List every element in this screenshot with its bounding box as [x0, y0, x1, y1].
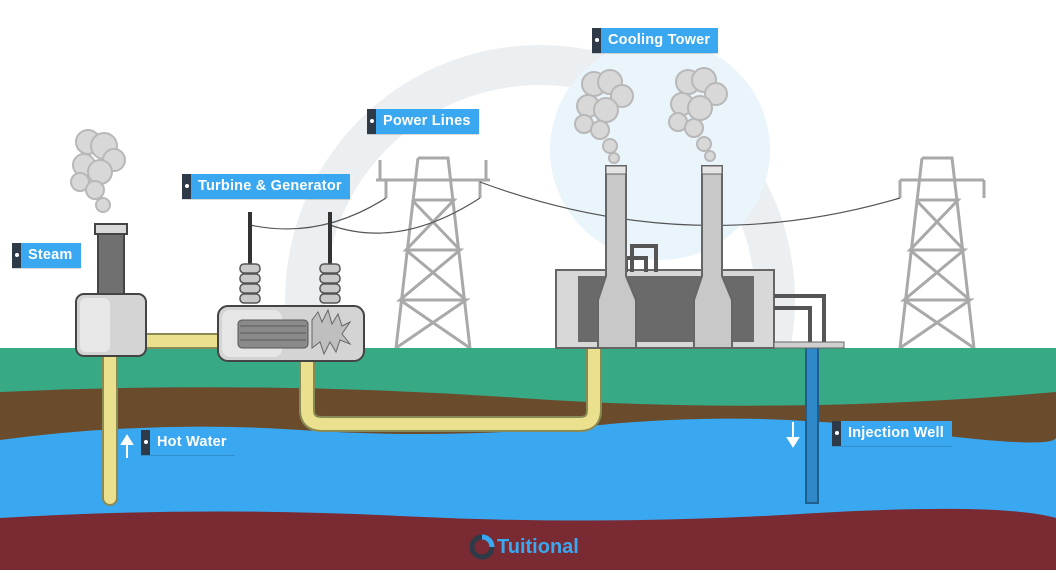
label-hot-water-text: Hot Water [157, 434, 227, 450]
label-cooling-tower: Cooling Tower [592, 28, 719, 53]
transmission-tower-center [376, 156, 490, 350]
label-marker-icon [367, 109, 376, 134]
tower-smoke-left [574, 69, 634, 164]
down-arrow-icon [786, 422, 800, 448]
label-marker-icon [182, 174, 191, 199]
up-arrow-icon [120, 434, 134, 458]
label-turbine-generator-text: Turbine & Generator [198, 178, 342, 194]
label-injection-well: Injection Well [832, 421, 952, 446]
label-marker-icon [12, 243, 21, 268]
label-steam-text: Steam [28, 247, 73, 263]
brand-logo: Tuitional [497, 533, 579, 561]
label-turbine-generator: Turbine & Generator [182, 174, 350, 199]
pipe-network [102, 333, 602, 506]
label-power-lines-text: Power Lines [383, 113, 471, 129]
brand-name: Tuitional [497, 535, 579, 558]
power-plant [555, 165, 845, 349]
label-marker-icon [592, 28, 601, 53]
label-power-lines: Power Lines [367, 109, 479, 134]
label-steam: Steam [12, 243, 81, 268]
label-cooling-tower-text: Cooling Tower [608, 32, 711, 48]
injection-pipe [805, 346, 819, 504]
label-hot-water: Hot Water [141, 430, 235, 455]
power-line-wires [249, 181, 901, 234]
label-marker-icon [141, 430, 150, 455]
label-marker-icon [832, 421, 841, 446]
ground-layers [0, 348, 1056, 570]
tower-smoke-right [668, 67, 728, 162]
steam-separator [75, 223, 147, 357]
steam-smoke [70, 129, 126, 213]
label-injection-well-text: Injection Well [848, 425, 944, 441]
tuitional-logo-icon [469, 534, 495, 560]
turbine-generator [217, 212, 365, 362]
transmission-tower-right [898, 156, 986, 350]
